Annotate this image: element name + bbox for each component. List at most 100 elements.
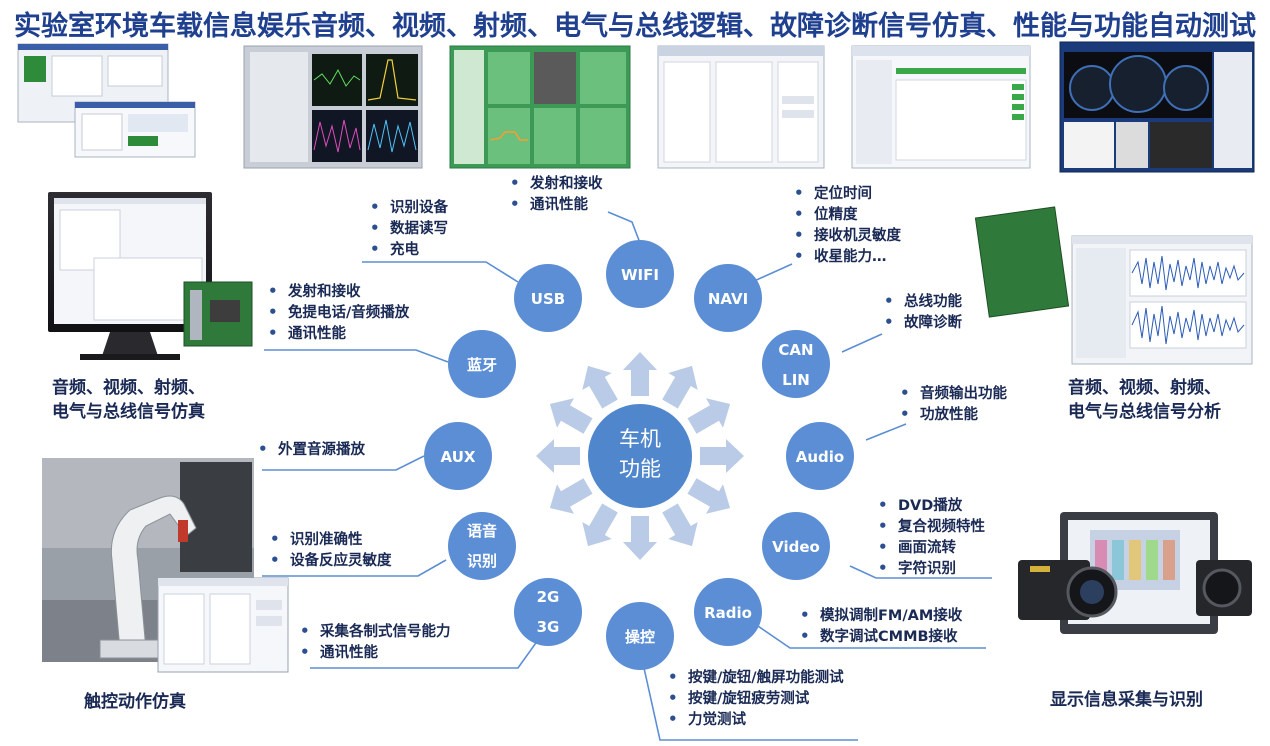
connector-bluetooth (264, 349, 449, 363)
node-video: Video (762, 512, 830, 580)
bullet-item: 按键/旋钮/触屏功能测试 (666, 667, 844, 689)
arrow-down-right-2 (687, 478, 731, 514)
bullet-item: 力觉测试 (666, 709, 844, 731)
page-title: 实验室环境车载信息娱乐音频、视频、射频、电气与总线逻辑、故障诊断信号仿真、性能与… (14, 11, 1256, 42)
node-aux: AUX (424, 422, 492, 490)
bullets-navi: 定位时间 位精度 接收机灵敏度 收星能力… (792, 183, 901, 268)
center-hub: 车机 功能 (588, 404, 692, 508)
monitor-simulation (48, 192, 253, 360)
arrow-up-left-2 (549, 398, 593, 434)
bullets-usb: 识别设备 数据读写 充电 (368, 197, 448, 261)
node-3g-label: 3G (537, 618, 560, 636)
arrow-up (623, 352, 657, 396)
arrow-down (623, 516, 657, 560)
bullet-item: 接收机灵敏度 (792, 225, 901, 247)
node-wifi: WIFI (606, 240, 674, 308)
arrow-left (536, 439, 580, 473)
bullets-bluetooth: 发射和接收 免提电话/音频播放 通讯性能 (266, 281, 409, 345)
arrow-up-right-1 (662, 365, 698, 409)
arrow-up-right-2 (687, 398, 731, 434)
bullet-item: 发射和接收 (266, 281, 409, 303)
bullets-audio: 音频输出功能 功放性能 (898, 383, 1007, 426)
bullets-2g3g: 采集各制式信号能力 通讯性能 (298, 621, 451, 664)
node-can-lin: CAN LIN (762, 330, 830, 398)
arrow-down-right-1 (662, 503, 698, 547)
bullet-item: 字符识别 (876, 558, 985, 580)
node-lin-label: LIN (782, 371, 810, 389)
node-usb-label: USB (531, 290, 565, 308)
caption-signal-analysis: 音频、视频、射频、 电气与总线信号分析 (1068, 376, 1221, 424)
caption-line: 音频、视频、射频、 (1068, 378, 1221, 398)
bullet-item: 识别准确性 (268, 529, 392, 551)
center-label-line2: 功能 (619, 457, 661, 481)
node-navi: NAVI (694, 264, 762, 332)
screenshot-strip (17, 41, 1255, 173)
bullet-item: 免提电话/音频播放 (266, 302, 409, 324)
node-aux-label: AUX (441, 448, 476, 466)
caption-touch-simulation: 触控动作仿真 (84, 692, 186, 712)
arrow-up-left-1 (582, 365, 618, 409)
bullet-item: 定位时间 (792, 183, 901, 205)
caption-line: 电气与总线信号仿真 (52, 402, 205, 422)
arrow-right (700, 439, 744, 473)
node-2g-label: 2G (537, 588, 560, 606)
bullets-wifi: 发射和接收 通讯性能 (508, 173, 603, 216)
connector-wifi (607, 211, 641, 244)
connector-control (639, 649, 858, 741)
bullet-item: 复合视频特性 (876, 516, 985, 538)
node-navi-label: NAVI (708, 290, 748, 308)
node-radio: Radio (694, 578, 762, 646)
bullet-item: 识别设备 (368, 197, 448, 219)
bullet-item: 设备反应灵敏度 (268, 550, 392, 572)
robot-arm-photo (42, 458, 289, 673)
pxi-card-right (974, 206, 1070, 318)
bullet-item: 通讯性能 (508, 194, 603, 216)
bullet-item: 按键/旋钮疲劳测试 (666, 688, 844, 710)
bullet-item: 充电 (368, 239, 448, 261)
connector-aux (262, 455, 425, 471)
bullet-item: 收星能力… (792, 246, 901, 268)
node-voice-label-line1: 语音 (467, 522, 497, 540)
screenshot-test-software (17, 43, 196, 158)
bullets-aux: 外置音源播放 (256, 439, 365, 461)
node-video-label: Video (772, 538, 820, 556)
node-bluetooth-label: 蓝牙 (467, 356, 497, 374)
bullet-item: 功放性能 (898, 404, 1007, 426)
node-control: 操控 (606, 602, 674, 670)
bullets-radio: 模拟调制FM/AM接收 数字调试CMMB接收 (798, 605, 962, 648)
bullet-item: 通讯性能 (266, 323, 409, 345)
connector-voice (262, 559, 447, 577)
screenshot-bus-diagnostics (851, 45, 1031, 169)
bullet-item: 数据读写 (368, 218, 448, 240)
bullet-item: 发射和接收 (508, 173, 603, 195)
bullet-item: 故障诊断 (882, 312, 962, 334)
screenshot-wifi-tester (449, 45, 631, 169)
function-nodes: WIFI NAVI CAN LIN Audio Video Radio 操控 (424, 240, 854, 670)
screenshot-radio-interface (657, 45, 825, 169)
caption-display-recognition: 显示信息采集与识别 (1050, 690, 1203, 710)
screenshot-spectrum-analyzer (243, 45, 423, 169)
caption-signal-simulation: 音频、视频、射频、 电气与总线信号仿真 (52, 376, 205, 424)
node-wifi-label: WIFI (621, 266, 659, 284)
camera-display-photo (1018, 512, 1252, 634)
node-2g-3g: 2G 3G (514, 578, 582, 646)
node-voice-label-line2: 识别 (467, 552, 497, 570)
screenshot-instrument-cluster (1059, 41, 1255, 173)
center-label-line1: 车机 (619, 427, 661, 451)
analysis-display (974, 206, 1253, 365)
bullet-item: DVD播放 (876, 495, 985, 517)
bullet-item: 模拟调制FM/AM接收 (798, 605, 962, 627)
connector-usb (362, 261, 519, 283)
bullet-item: 数字调试CMMB接收 (798, 626, 962, 648)
node-audio-label: Audio (796, 448, 844, 466)
bullets-can: 总线功能 故障诊断 (882, 291, 962, 334)
node-bluetooth: 蓝牙 (448, 330, 516, 398)
bullet-item: 画面流转 (876, 537, 985, 559)
bullet-item: 通讯性能 (298, 642, 451, 664)
node-control-label: 操控 (625, 628, 655, 646)
node-usb: USB (514, 264, 582, 332)
bullets-voice: 识别准确性 设备反应灵敏度 (268, 529, 392, 572)
connector-can (841, 333, 883, 353)
bullets-video: DVD播放 复合视频特性 画面流转 字符识别 (876, 495, 985, 580)
